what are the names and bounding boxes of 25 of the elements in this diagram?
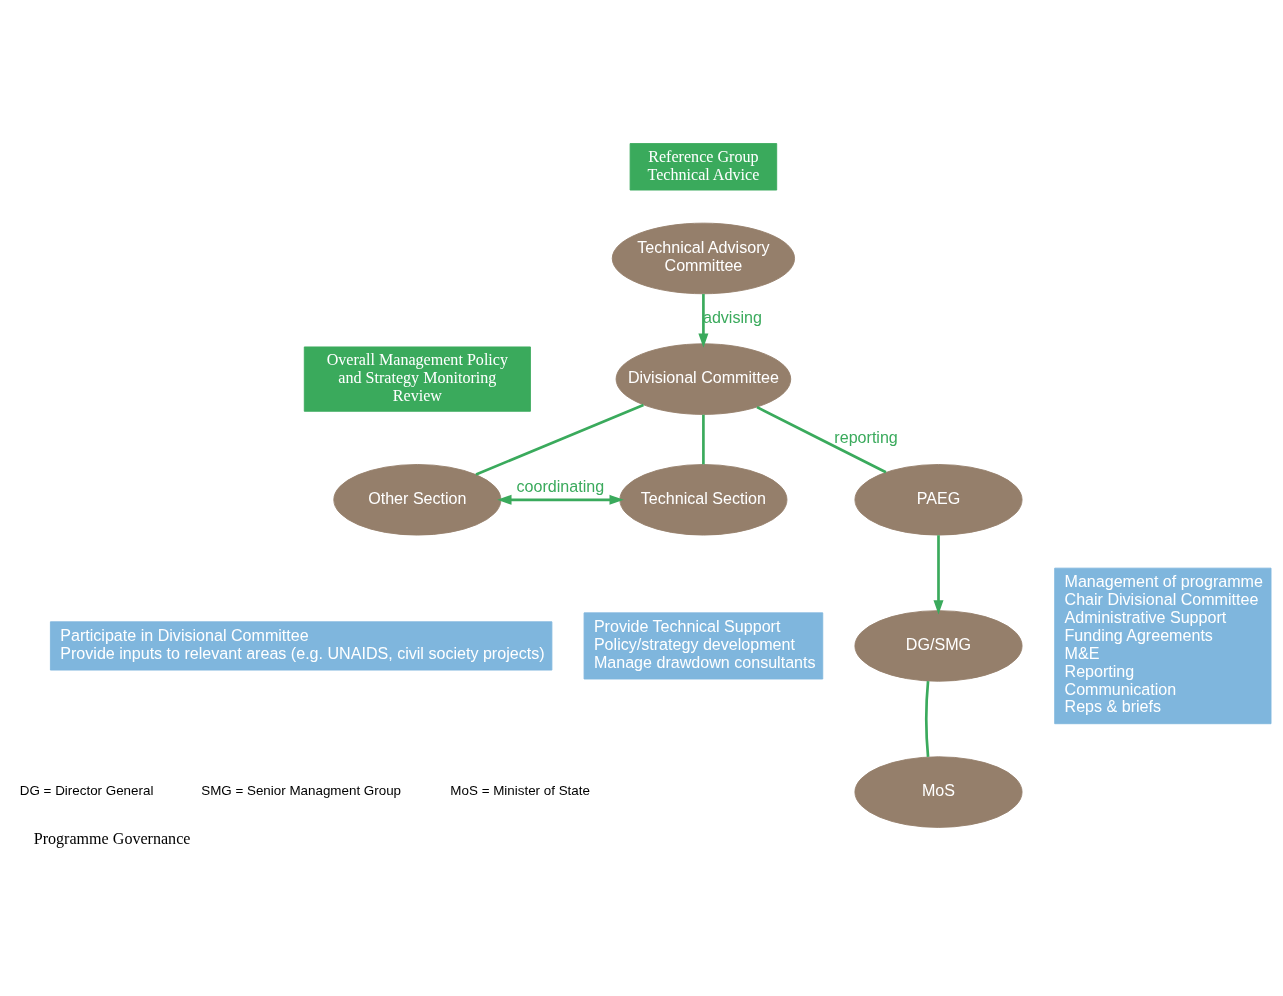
node-ellipse: MoS [854,756,1023,828]
node-ellipse: PAEG [854,464,1023,536]
node-ellipse: Divisional Committee [615,343,792,415]
node-ellipse: Technical Section [619,464,788,536]
connector [925,680,930,758]
caption: Programme Governance [33,829,191,847]
label: DG = Director General [19,783,154,799]
connector [756,405,887,474]
edge-label: reporting [834,428,898,447]
connector [702,414,705,465]
node-ellipse: DG/SMG [854,610,1023,682]
label: SMG = Senior Managment Group [201,783,402,799]
node-box: Reference Group Technical Advice [629,143,778,191]
node-box: Management of programme Chair Divisional Committee Administrative Support Funding Agreements M&E Reporting Communication Reps & briefs [1054,567,1272,725]
node-box: Participate in Divisional Committee Provide inputs to relevant areas (e.g. UNAIDS, civil society projects) [49,621,553,671]
node-ellipse: Other Section [333,464,502,536]
arrow [698,294,709,348]
node-box: Provide Technical Support Policy/strategy development Manage drawdown consultants [583,612,824,680]
node-ellipse: Technical Advisory Committee [611,222,795,295]
label: MoS = Minister of State [450,783,590,799]
node-box: Overall Management Policy and Strategy Monitoring Review [303,346,531,412]
connector [475,403,644,476]
arrow [497,494,624,505]
arrow [933,535,944,615]
edge-label: coordinating [516,477,605,496]
